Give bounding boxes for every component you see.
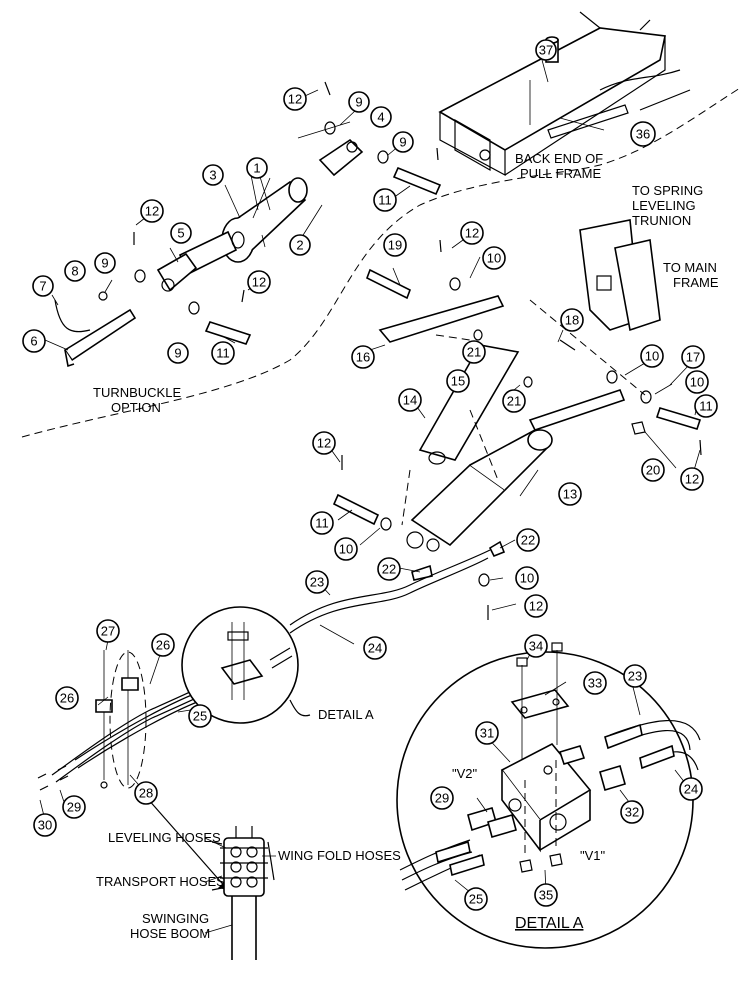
turnbuckle-label-line2: OPTION xyxy=(111,400,161,415)
svg-text:10: 10 xyxy=(690,375,704,390)
svg-text:8: 8 xyxy=(71,264,78,279)
svg-text:24: 24 xyxy=(368,641,382,656)
svg-text:31: 31 xyxy=(480,726,494,741)
svg-text:22: 22 xyxy=(521,533,535,548)
svg-text:32: 32 xyxy=(625,805,639,820)
svg-text:10: 10 xyxy=(487,251,501,266)
to-spring-label-line1: TO SPRING xyxy=(632,183,703,198)
svg-text:28: 28 xyxy=(139,786,153,801)
swinging-label-line1: SWINGING xyxy=(142,911,209,926)
svg-text:11: 11 xyxy=(378,193,392,208)
svg-text:13: 13 xyxy=(563,487,577,502)
svg-text:3: 3 xyxy=(209,168,216,183)
svg-text:9: 9 xyxy=(101,256,108,271)
svg-text:20: 20 xyxy=(646,463,660,478)
svg-text:25: 25 xyxy=(193,709,207,724)
back-end-label-line1: BACK END OF xyxy=(515,151,603,166)
svg-text:21: 21 xyxy=(467,345,481,360)
svg-text:35: 35 xyxy=(539,888,553,903)
svg-text:18: 18 xyxy=(565,313,579,328)
to-spring-label-line2: LEVELING xyxy=(632,198,696,213)
cylinder-assembly xyxy=(332,219,702,620)
transport-hoses-label: TRANSPORT HOSES xyxy=(96,874,225,889)
svg-text:17: 17 xyxy=(686,350,700,365)
wing-fold-hoses-label: WING FOLD HOSES xyxy=(278,848,401,863)
svg-text:12: 12 xyxy=(529,599,543,614)
svg-text:7: 7 xyxy=(39,279,46,294)
svg-text:26: 26 xyxy=(60,691,74,706)
svg-text:30: 30 xyxy=(38,818,52,833)
svg-text:25: 25 xyxy=(469,892,483,907)
svg-text:12: 12 xyxy=(145,204,159,219)
svg-text:9: 9 xyxy=(355,95,362,110)
svg-text:29: 29 xyxy=(67,800,81,815)
v1-label: "V1" xyxy=(580,848,606,863)
svg-text:4: 4 xyxy=(377,110,384,125)
svg-text:36: 36 xyxy=(636,127,650,142)
svg-text:21: 21 xyxy=(507,394,521,409)
swinging-label-line2: HOSE BOOM xyxy=(130,926,210,941)
svg-text:34: 34 xyxy=(529,639,543,654)
svg-text:11: 11 xyxy=(699,399,713,414)
svg-text:2: 2 xyxy=(296,238,303,253)
svg-text:24: 24 xyxy=(684,782,698,797)
svg-text:10: 10 xyxy=(339,542,353,557)
turnbuckle-label-line1: TURNBUCKLE xyxy=(93,385,181,400)
svg-text:10: 10 xyxy=(520,571,534,586)
svg-text:23: 23 xyxy=(310,575,324,590)
svg-text:27: 27 xyxy=(101,624,115,639)
to-main-frame-label-line1: TO MAIN xyxy=(663,260,717,275)
svg-text:33: 33 xyxy=(588,676,602,691)
svg-text:1: 1 xyxy=(253,161,260,176)
svg-text:23: 23 xyxy=(628,669,642,684)
to-main-frame-label-line2: FRAME xyxy=(673,275,719,290)
to-spring-label-line3: TRUNION xyxy=(632,213,691,228)
back-end-label-line2: PULL FRAME xyxy=(520,166,601,181)
svg-text:12: 12 xyxy=(252,275,266,290)
svg-text:22: 22 xyxy=(382,562,396,577)
svg-text:11: 11 xyxy=(216,346,230,361)
svg-text:11: 11 xyxy=(315,516,329,531)
svg-text:12: 12 xyxy=(685,472,699,487)
detail-a-enlarged-view xyxy=(396,642,701,949)
svg-text:6: 6 xyxy=(30,334,37,349)
v2-label: "V2" xyxy=(452,766,478,781)
leveling-hoses-label: LEVELING HOSES xyxy=(108,830,221,845)
svg-text:9: 9 xyxy=(399,135,406,150)
detail-a-title: DETAIL A xyxy=(515,915,584,932)
svg-text:12: 12 xyxy=(317,436,331,451)
detail-a-callout: DETAIL A xyxy=(318,707,374,722)
svg-text:12: 12 xyxy=(288,92,302,107)
detail-a-small-circle xyxy=(181,606,311,724)
swinging-hose-boom-inset xyxy=(204,826,276,960)
svg-text:26: 26 xyxy=(156,638,170,653)
svg-text:19: 19 xyxy=(388,238,402,253)
part-balloons: 37 36 1 3 2 4 5 6 7 8 9 9 9 9 11 11 12 1… xyxy=(22,39,718,911)
svg-text:15: 15 xyxy=(451,374,465,389)
svg-text:10: 10 xyxy=(645,349,659,364)
turnbuckle-assembly xyxy=(54,81,442,368)
svg-text:37: 37 xyxy=(539,43,553,58)
svg-text:16: 16 xyxy=(356,350,370,365)
svg-text:29: 29 xyxy=(435,791,449,806)
svg-text:12: 12 xyxy=(465,226,479,241)
svg-text:9: 9 xyxy=(174,346,181,361)
turnbuckle-divider-line xyxy=(21,87,741,438)
svg-text:5: 5 xyxy=(177,226,184,241)
svg-text:14: 14 xyxy=(403,393,417,408)
